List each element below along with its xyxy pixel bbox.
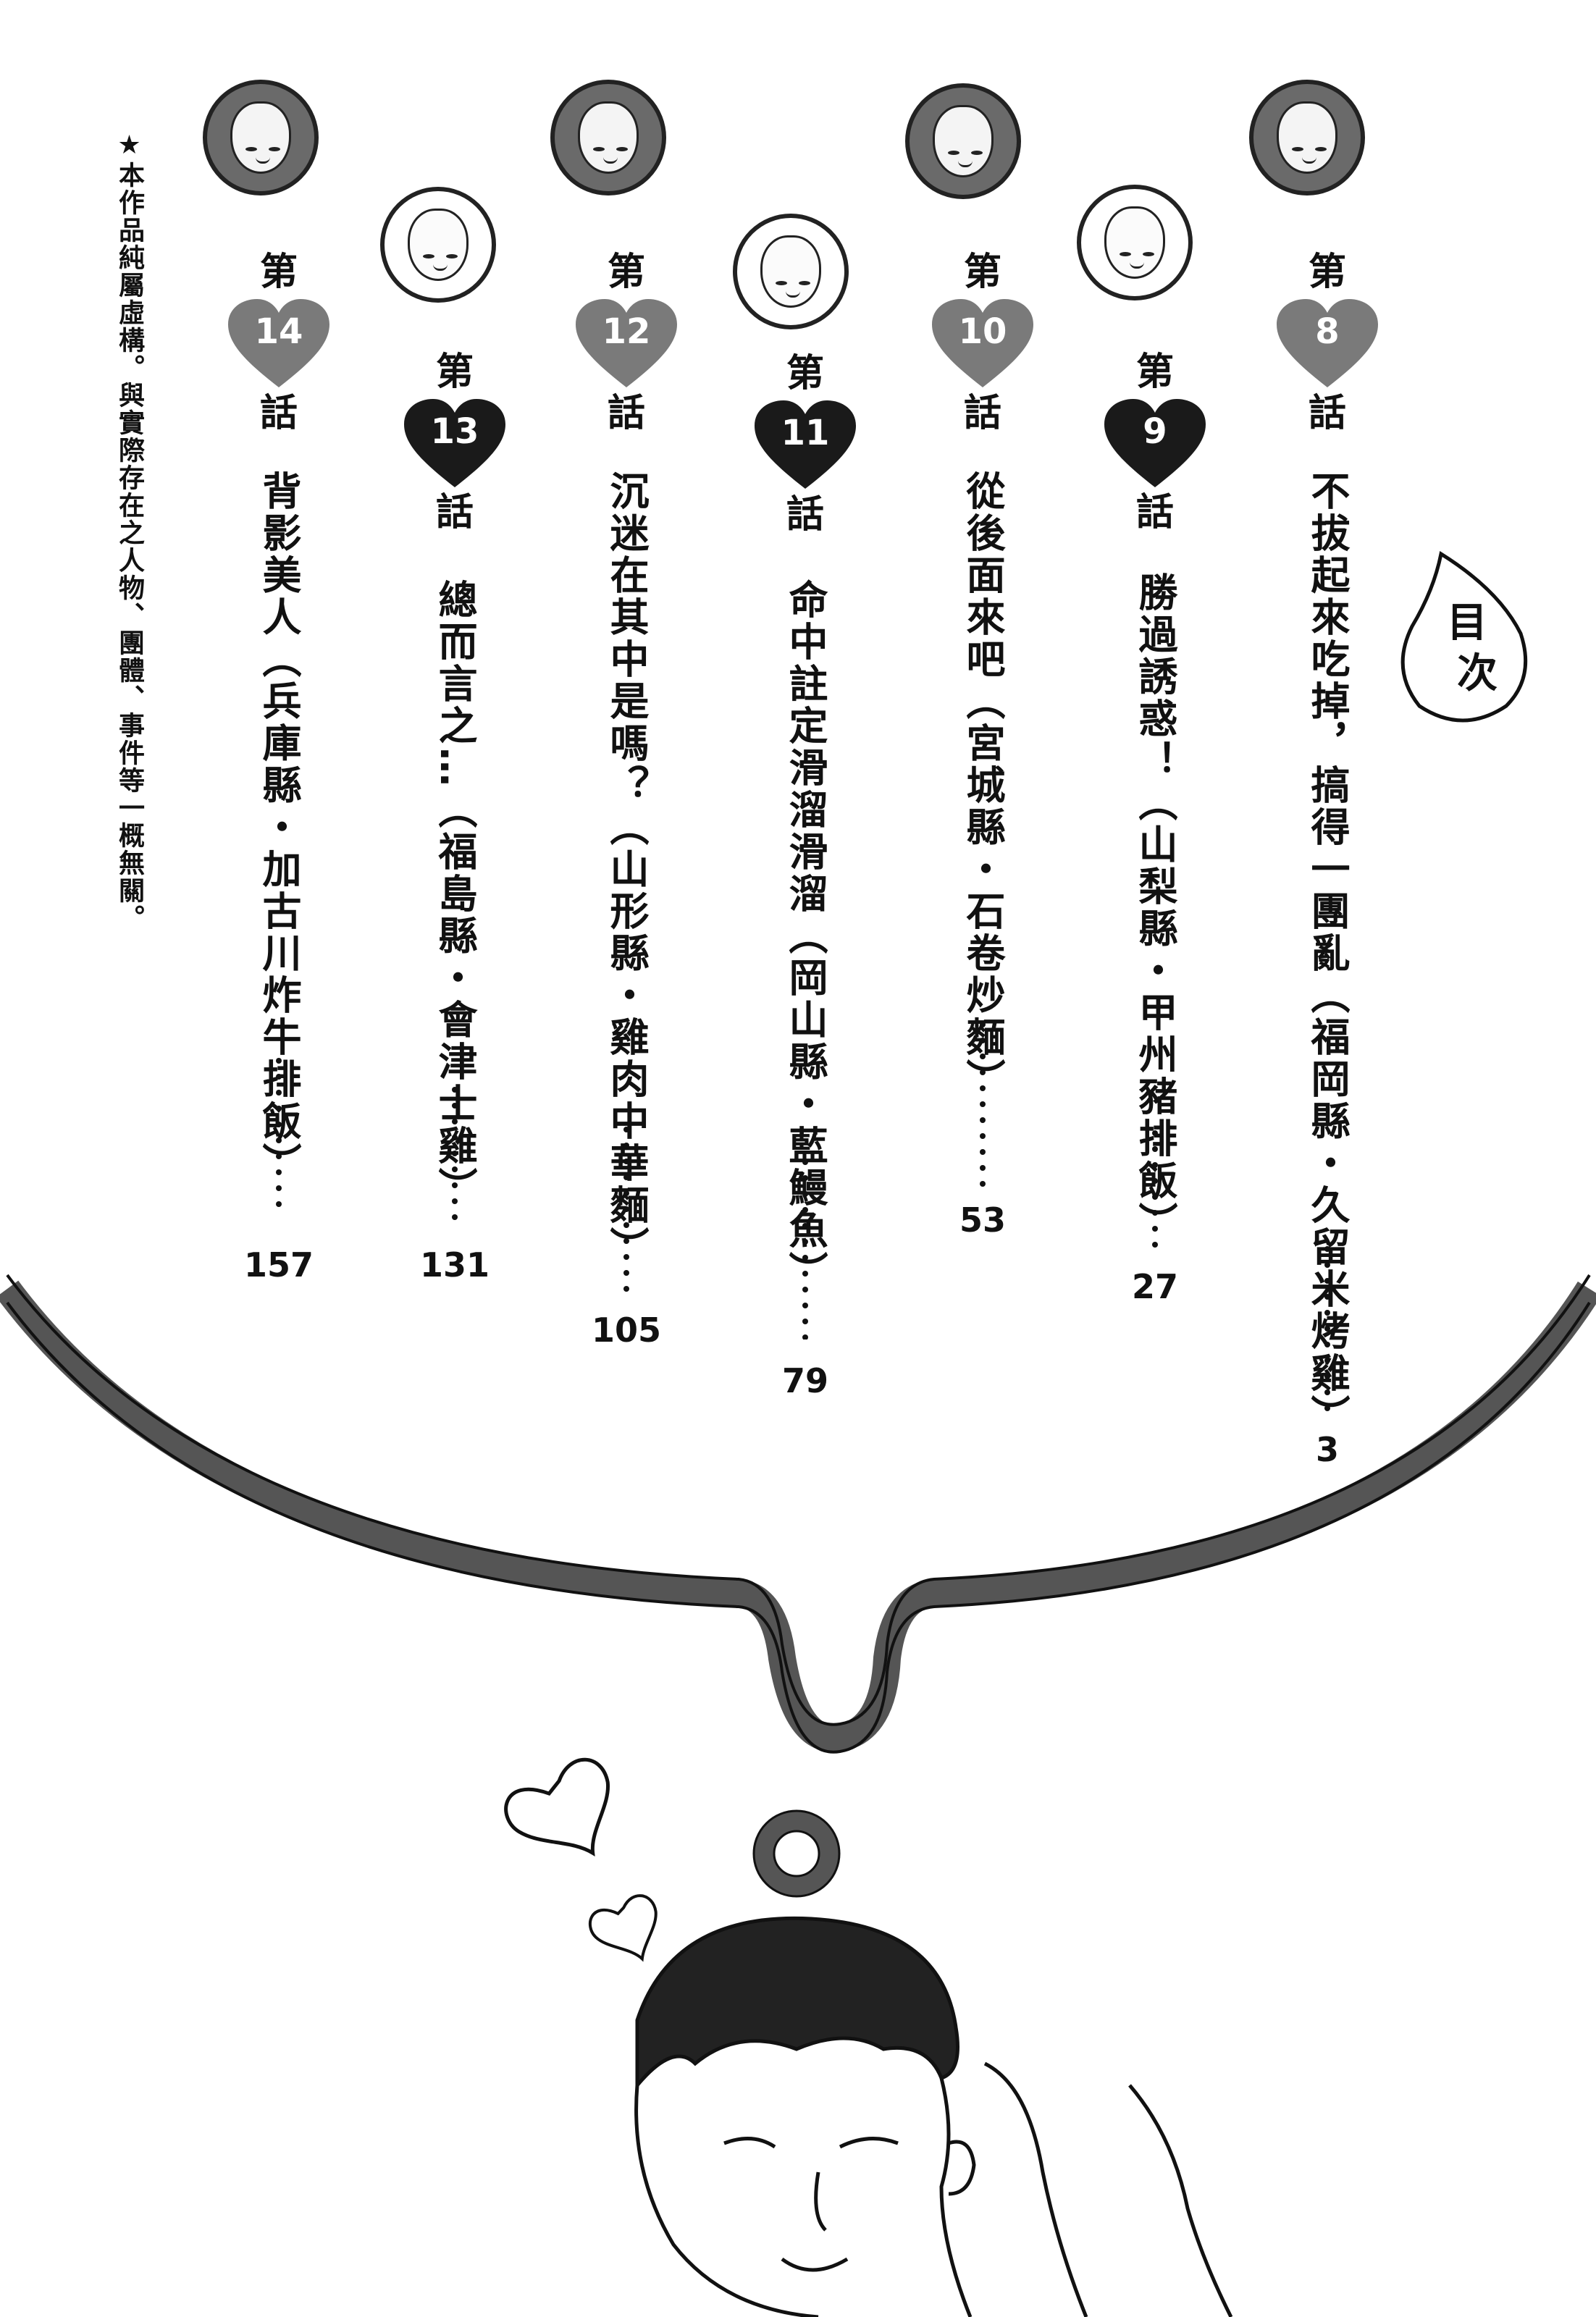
chapter-dai: 第 bbox=[1135, 350, 1174, 394]
chapter-hua: 話 bbox=[435, 491, 474, 534]
chapter-number: 12 bbox=[602, 311, 651, 352]
heart-icon: 10 bbox=[928, 297, 1037, 391]
portrait-icon bbox=[733, 214, 849, 329]
chapter-number: 9 bbox=[1143, 411, 1167, 452]
page-number: 79 bbox=[781, 1361, 828, 1400]
toc-char-1: 目 bbox=[1447, 600, 1487, 647]
leader-dots bbox=[623, 1127, 629, 1292]
leader-dots bbox=[802, 1159, 808, 1340]
chapter-hua: 話 bbox=[607, 392, 645, 435]
chapter-title: 從後面來吧（宮城縣・石卷炒麵） bbox=[959, 471, 1005, 1101]
page-number: 27 bbox=[1131, 1267, 1178, 1306]
portrait-icon bbox=[905, 83, 1021, 199]
disclaimer-notice: ★本作品純屬虛構。與實際存在之人物、團體、事件等一概無關。 bbox=[114, 130, 144, 932]
leader-dots bbox=[276, 1058, 282, 1207]
outline-heart-icon bbox=[504, 1757, 610, 1856]
chapter-dai: 第 bbox=[1308, 251, 1346, 294]
drop-bubble-icon bbox=[1400, 550, 1528, 723]
chapter-dai: 第 bbox=[259, 251, 298, 294]
chapter-dai: 第 bbox=[607, 251, 645, 294]
page-number: 53 bbox=[959, 1200, 1006, 1240]
chapter-hua: 話 bbox=[963, 392, 1001, 435]
character-drawing bbox=[634, 1916, 1233, 2317]
heart-icon: 8 bbox=[1273, 297, 1382, 391]
page-number: 131 bbox=[419, 1245, 490, 1284]
portrait-icon bbox=[203, 80, 319, 195]
chapter-dai: 第 bbox=[786, 352, 824, 395]
heart-icon: 12 bbox=[572, 297, 681, 391]
chapter-hua: 話 bbox=[259, 392, 298, 435]
chapter-title: 命中註定滑溜滑溜（岡山縣・藍鰻魚） bbox=[782, 579, 828, 1293]
toc-char-2: 次 bbox=[1457, 650, 1498, 697]
heart-icon: 9 bbox=[1101, 397, 1209, 491]
chapter-dai: 第 bbox=[963, 251, 1001, 294]
portrait-icon bbox=[1249, 80, 1365, 195]
heart-icon: 11 bbox=[751, 398, 860, 492]
heart-icon: 14 bbox=[224, 297, 333, 391]
page-number: 3 bbox=[1315, 1430, 1339, 1469]
chapter-number: 13 bbox=[430, 411, 479, 452]
portrait-icon bbox=[380, 187, 496, 303]
chapter-dai: 第 bbox=[435, 350, 474, 394]
chapter-title: 不拔起來吃掉，搞得一團亂（福岡縣・久留米烤雞） bbox=[1304, 471, 1350, 1437]
page-number: 157 bbox=[243, 1245, 314, 1284]
chapter-hua: 話 bbox=[1135, 491, 1174, 534]
outline-heart-icon-small bbox=[589, 1894, 658, 1962]
portrait-icon bbox=[1077, 185, 1193, 300]
chapter-hua: 話 bbox=[786, 493, 824, 537]
leader-dots bbox=[1152, 1130, 1158, 1248]
page-number: 105 bbox=[591, 1311, 662, 1350]
chapter-title: 沉迷在其中是嗎？（山形縣・雞肉中華麵） bbox=[603, 471, 649, 1269]
chapter-title: 背影美人（兵庫縣・加古川炸牛排飯） bbox=[256, 471, 301, 1185]
leader-dots bbox=[1324, 1246, 1330, 1411]
toc-label: 目 次 bbox=[1390, 547, 1535, 728]
chapter-number: 10 bbox=[958, 311, 1007, 352]
heart-icon: 13 bbox=[400, 397, 509, 491]
chapter-number: 8 bbox=[1315, 311, 1340, 352]
chapter-hua: 話 bbox=[1308, 392, 1346, 435]
portrait-icon bbox=[550, 80, 666, 195]
chapter-number: 11 bbox=[781, 413, 830, 453]
chapter-number: 14 bbox=[254, 311, 303, 352]
leader-dots bbox=[452, 1087, 458, 1220]
leader-dots bbox=[980, 1022, 986, 1187]
